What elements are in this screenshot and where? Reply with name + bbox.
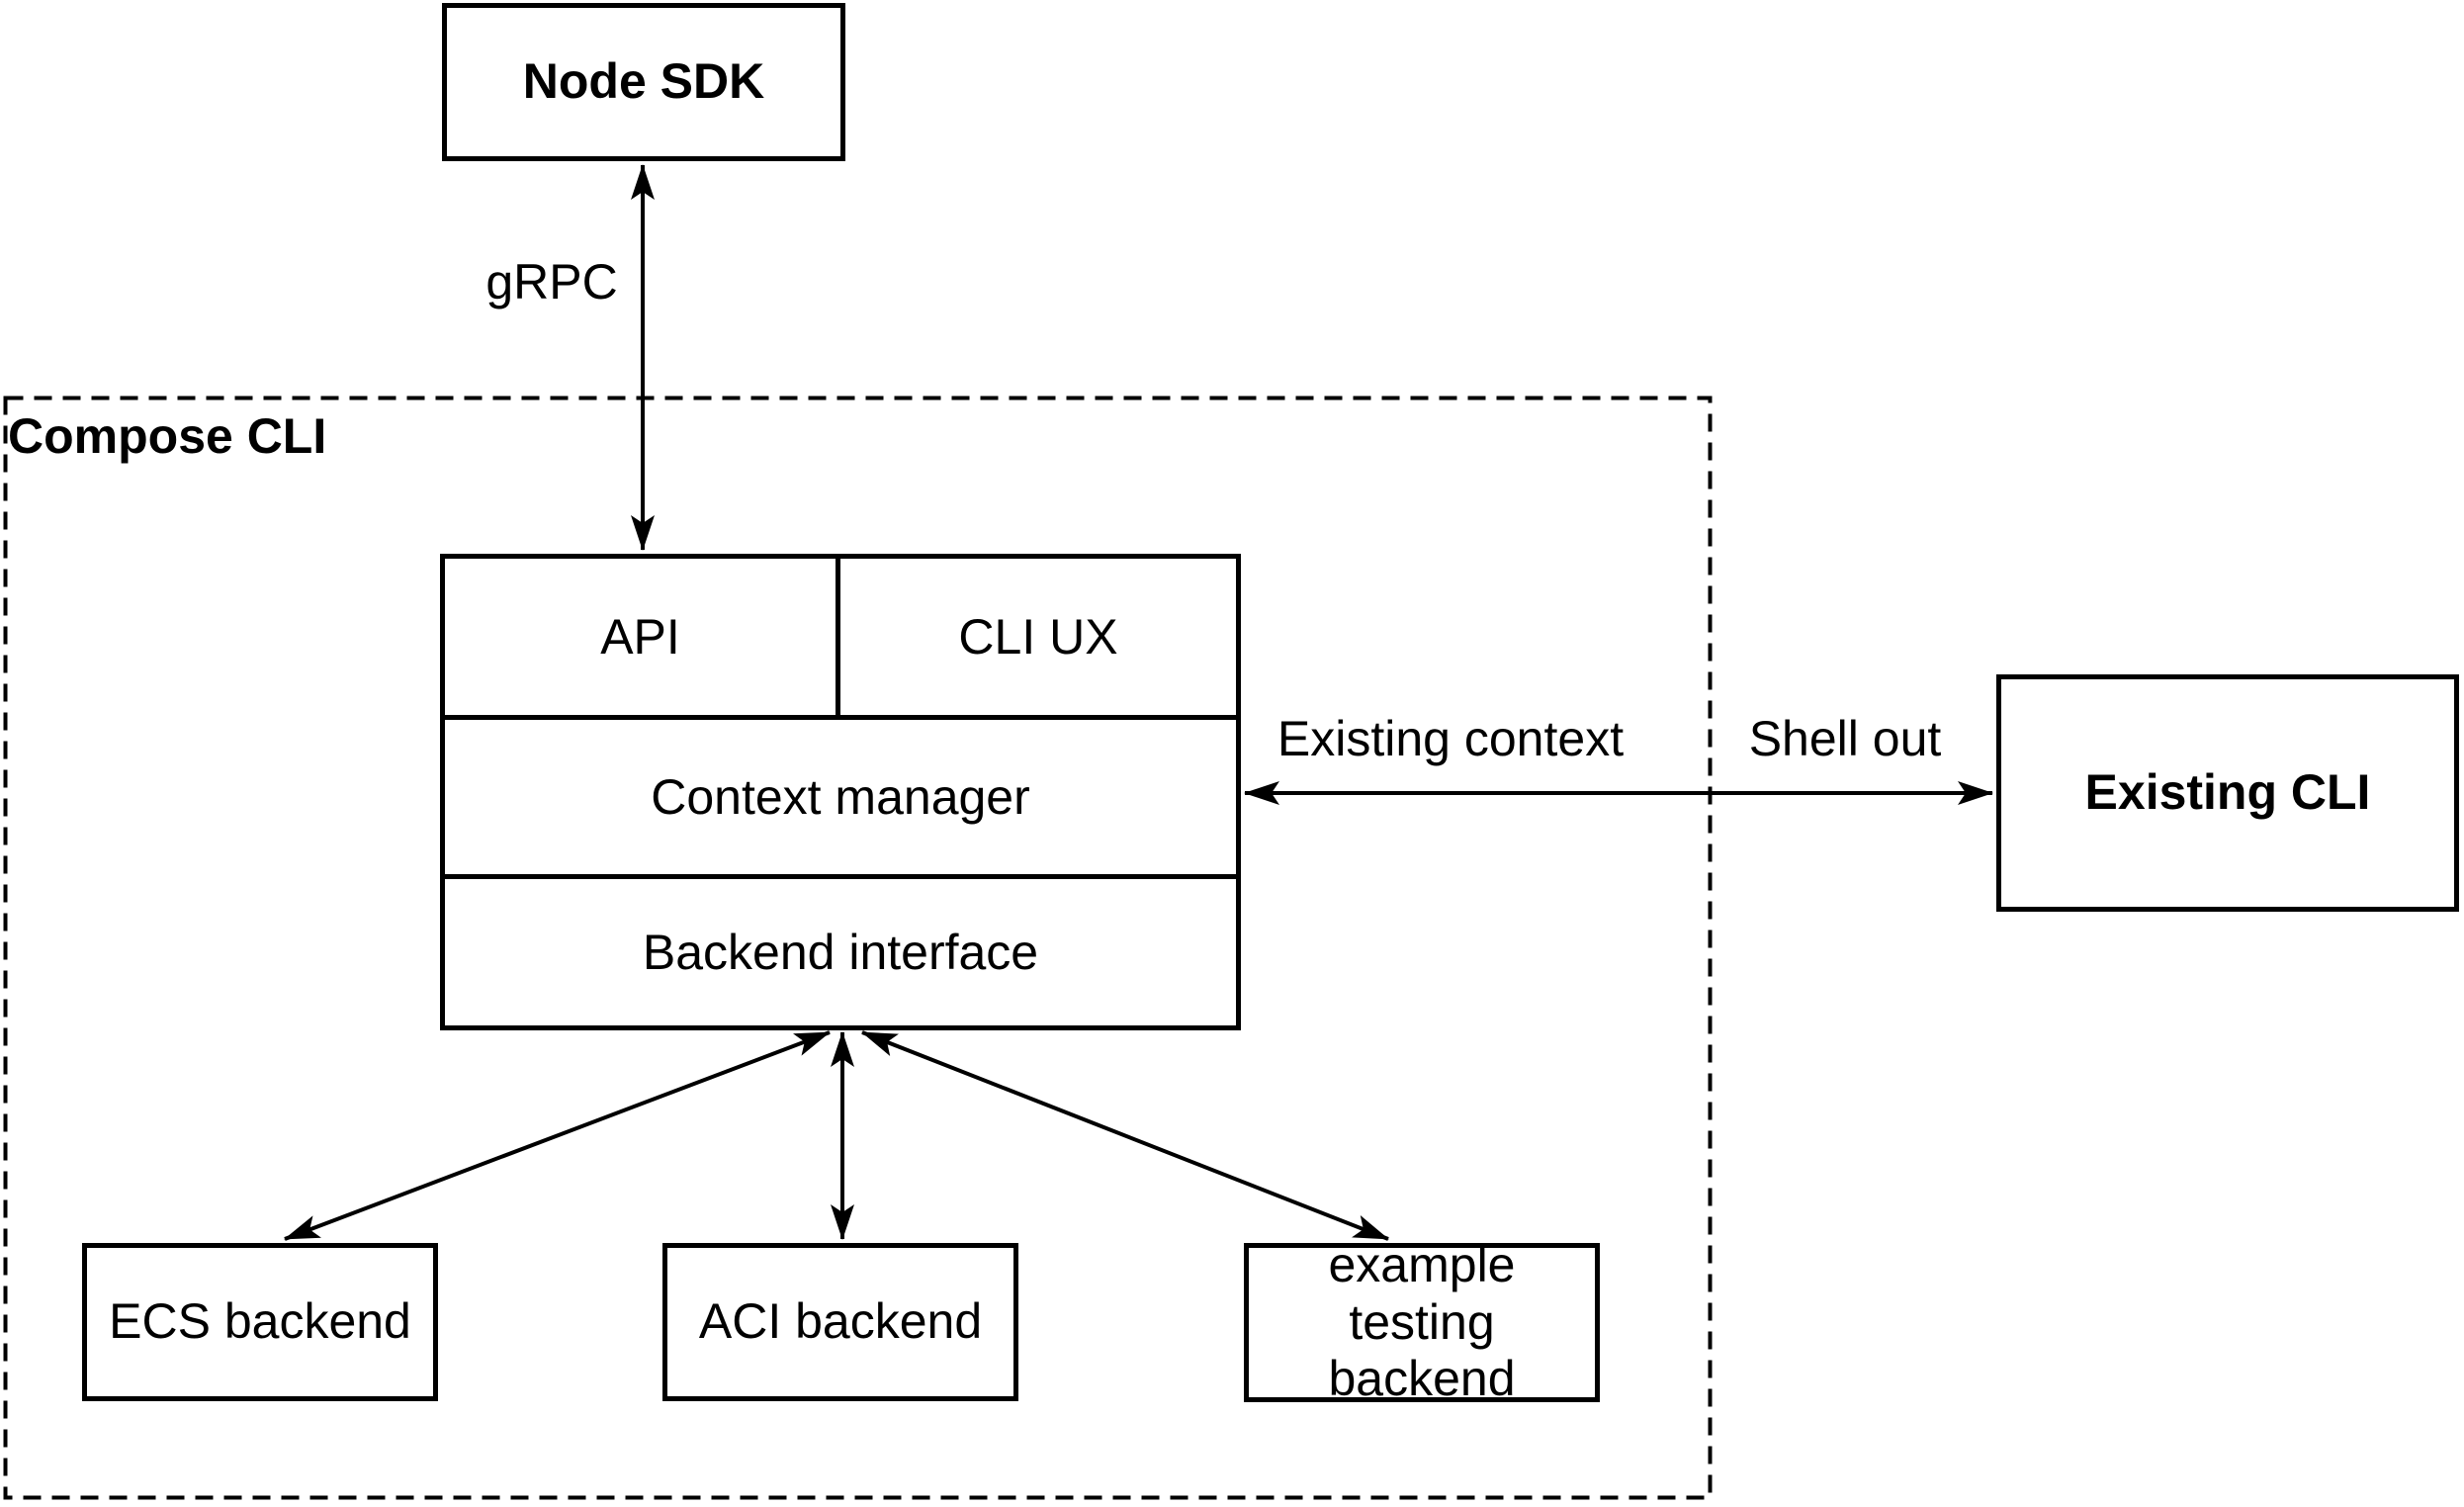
cli-ux-cell: CLI UX <box>840 559 1236 715</box>
aci-backend-box: ACI backend <box>662 1243 1018 1401</box>
backend-interface-label: Backend interface <box>642 925 1039 980</box>
node-sdk-box: Node SDK <box>442 3 845 161</box>
context-manager-label: Context manager <box>651 769 1030 825</box>
api-label: API <box>600 609 680 665</box>
shell-out-edge-label: Shell out <box>1748 711 1942 766</box>
grpc-edge-label: gRPC <box>485 254 618 310</box>
example-backend-arrow <box>861 1030 1389 1241</box>
aci-backend-label: ACI backend <box>698 1293 983 1350</box>
compose-cli-group-label: Compose CLI <box>8 408 327 464</box>
ecs-backend-box: ECS backend <box>82 1243 438 1401</box>
existing-cli-box: Existing CLI <box>1996 674 2459 912</box>
api-cliux-row: API CLI UX <box>445 559 1236 715</box>
backend-interface-cell: Backend interface <box>445 874 1236 1025</box>
compose-cli-group-border <box>3 396 1713 1500</box>
ecs-backend-label: ECS backend <box>109 1293 411 1350</box>
api-cell: API <box>445 559 840 715</box>
existing-cli-label: Existing CLI <box>2084 764 2371 821</box>
compose-cli-core-box: API CLI UX Context manager Backend inter… <box>440 554 1241 1030</box>
cli-ux-label: CLI UX <box>958 609 1118 665</box>
context-manager-cell: Context manager <box>445 715 1236 874</box>
node-sdk-label: Node SDK <box>522 53 765 110</box>
example-testing-backend-box: example testing backend <box>1244 1237 1600 1406</box>
existing-context-edge-label: Existing context <box>1276 711 1625 766</box>
example-testing-backend-label: example testing backend <box>1328 1237 1516 1407</box>
ecs-backend-arrow <box>284 1030 831 1241</box>
